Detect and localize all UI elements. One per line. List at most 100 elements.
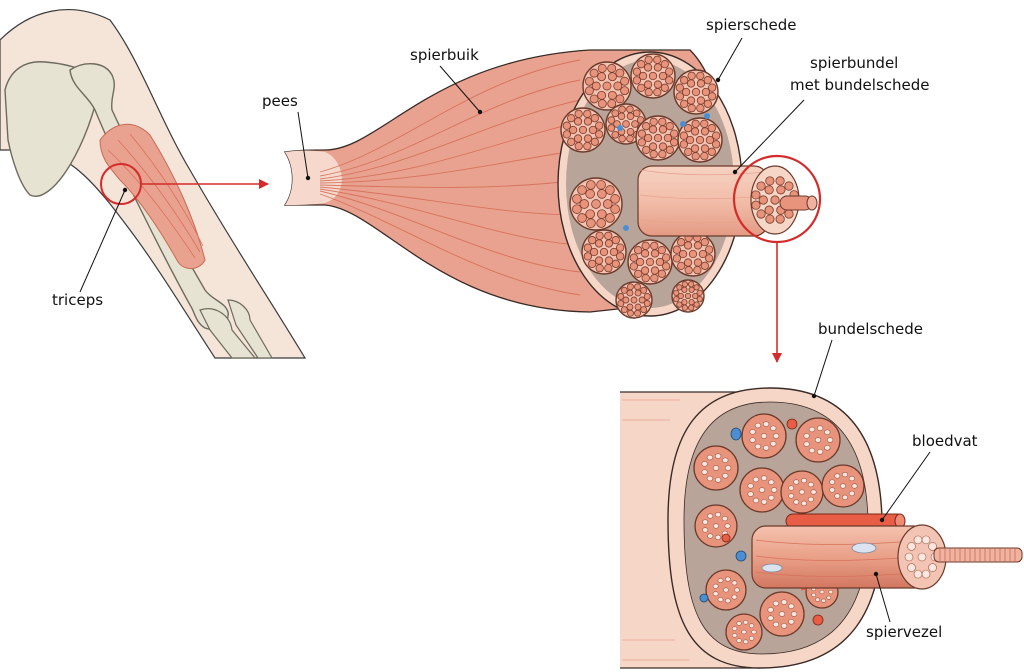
myofibril-dot <box>760 433 768 439</box>
myofibril-dot <box>754 422 762 429</box>
myofibril-dot <box>702 519 709 525</box>
muscle-fiber-dot <box>590 114 599 123</box>
muscle-fiber-dot <box>657 246 666 255</box>
muscle-fiber-dot <box>615 68 625 78</box>
myofibril-dot <box>722 473 729 479</box>
muscle-fiber-dot <box>638 71 648 81</box>
muscle-fiber-dot <box>678 249 688 259</box>
muscle-fiber-dot <box>634 309 642 317</box>
muscle-fiber-dot <box>653 63 663 72</box>
muscle-fiber-dot <box>751 200 761 210</box>
muscle-fiber-dot <box>686 79 696 88</box>
myofibril-dot <box>714 512 722 518</box>
myofibril-dot <box>748 623 755 628</box>
fascicle-highlight-circle <box>732 154 822 244</box>
myofibril-dot <box>749 429 756 435</box>
label-spierschede: spierschede <box>706 16 796 34</box>
myofibril-dot <box>724 523 731 529</box>
muscle-fiber-dot <box>607 124 616 132</box>
muscle-fiber-dot <box>617 112 626 121</box>
vein-dot <box>617 125 623 131</box>
myofibril-dot <box>826 595 832 600</box>
muscle-fiber-dot <box>618 105 626 114</box>
vein-dot <box>704 113 710 119</box>
muscle-fiber-dot <box>679 140 688 149</box>
muscle-fiber-dot <box>572 204 582 214</box>
muscle-fiber-dot <box>696 296 703 303</box>
muscle-fiber-dot <box>648 71 658 81</box>
myofibril-dot <box>913 535 923 545</box>
muscle-fiber-dot <box>620 286 628 294</box>
myofibril-dot <box>811 592 817 598</box>
muscle-fiber-dot <box>632 67 641 76</box>
myofibril-dot <box>772 433 780 439</box>
myofibril-dot <box>841 494 849 500</box>
muscle-fiber-dot <box>660 83 669 92</box>
muscle-fiber-dot <box>597 72 607 82</box>
muscle-fiber-dot <box>680 76 689 85</box>
muscle-fiber-dot <box>597 209 607 219</box>
muscle-fiber-dot <box>703 76 712 85</box>
myofibril-dot <box>706 454 714 461</box>
muscle-fiber-dot <box>611 130 620 139</box>
myofibril-dot <box>821 598 826 603</box>
myofibril-dot <box>752 476 760 483</box>
muscle-fiber-dot <box>683 241 693 250</box>
myofibril-dot <box>743 619 749 625</box>
muscle-fiber-dot <box>567 137 576 146</box>
muscle-fiber-dot <box>784 181 794 191</box>
muscle-fiber-dot <box>640 286 648 294</box>
myofibril-dot <box>790 611 798 617</box>
muscle-fiber-dot <box>617 293 625 300</box>
muscle-fiber-dot <box>688 249 698 259</box>
muscle-fiber-dot <box>700 144 710 153</box>
muscle-fiber-dot <box>583 117 593 126</box>
muscle-fiber-dot <box>684 266 693 275</box>
muscle-fiber-dot <box>610 204 620 214</box>
muscle-fiber-dot <box>572 194 582 204</box>
muscle-fiber-dot <box>765 176 775 186</box>
muscle-fiber <box>751 524 1023 590</box>
myofibril-dot <box>701 469 708 475</box>
myofibril-dot <box>768 479 775 485</box>
myofibril-dot <box>707 513 714 519</box>
muscle-fiber-dot <box>700 127 710 136</box>
myofibril-dot <box>707 533 714 539</box>
myofibril-dot <box>714 453 722 459</box>
myofibril-dot <box>758 487 766 493</box>
myofibril-dot <box>848 490 855 497</box>
muscle-fiber-dot <box>684 292 692 300</box>
myofibril-dot <box>772 600 780 607</box>
myofibril-dot <box>722 457 729 463</box>
myofibril-dot <box>725 576 731 582</box>
myofibril-dot <box>928 542 937 551</box>
label-bloedvat: bloedvat <box>912 432 978 450</box>
muscle-fiber-dot <box>681 286 688 293</box>
muscle-fiber-dot <box>574 142 583 151</box>
muscle-fiber-dot <box>688 299 695 306</box>
myofibril-dot <box>701 461 708 467</box>
muscle-fiber-dot <box>756 209 766 219</box>
muscle-fiber-dot <box>688 304 695 311</box>
myofibril-dot <box>767 607 774 613</box>
muscle-fiber-dot <box>690 127 700 136</box>
muscle-fiber-dot <box>632 76 641 85</box>
vein-dot <box>623 225 629 231</box>
muscle-fiber-dot <box>620 76 630 86</box>
muscle-fiber-dot <box>629 262 638 271</box>
muscle-fiber-dot <box>707 124 716 133</box>
muscle-fiber-dot <box>696 79 706 88</box>
forearm-bone-2 <box>227 299 274 359</box>
myofibril-dot <box>788 619 795 625</box>
myofibril-dot <box>780 599 788 605</box>
myofibril-dot <box>760 475 768 481</box>
muscle-fiber-dot <box>691 87 701 97</box>
muscle-fiber-dot <box>609 247 619 257</box>
myofibril-dot <box>762 445 770 451</box>
muscle-fiber-dot <box>588 125 598 135</box>
muscle-fiber-dot <box>696 104 705 113</box>
muscle-fiber-dot <box>681 281 688 288</box>
myofibril-dot <box>913 569 923 579</box>
myofibril-dot <box>815 597 820 602</box>
